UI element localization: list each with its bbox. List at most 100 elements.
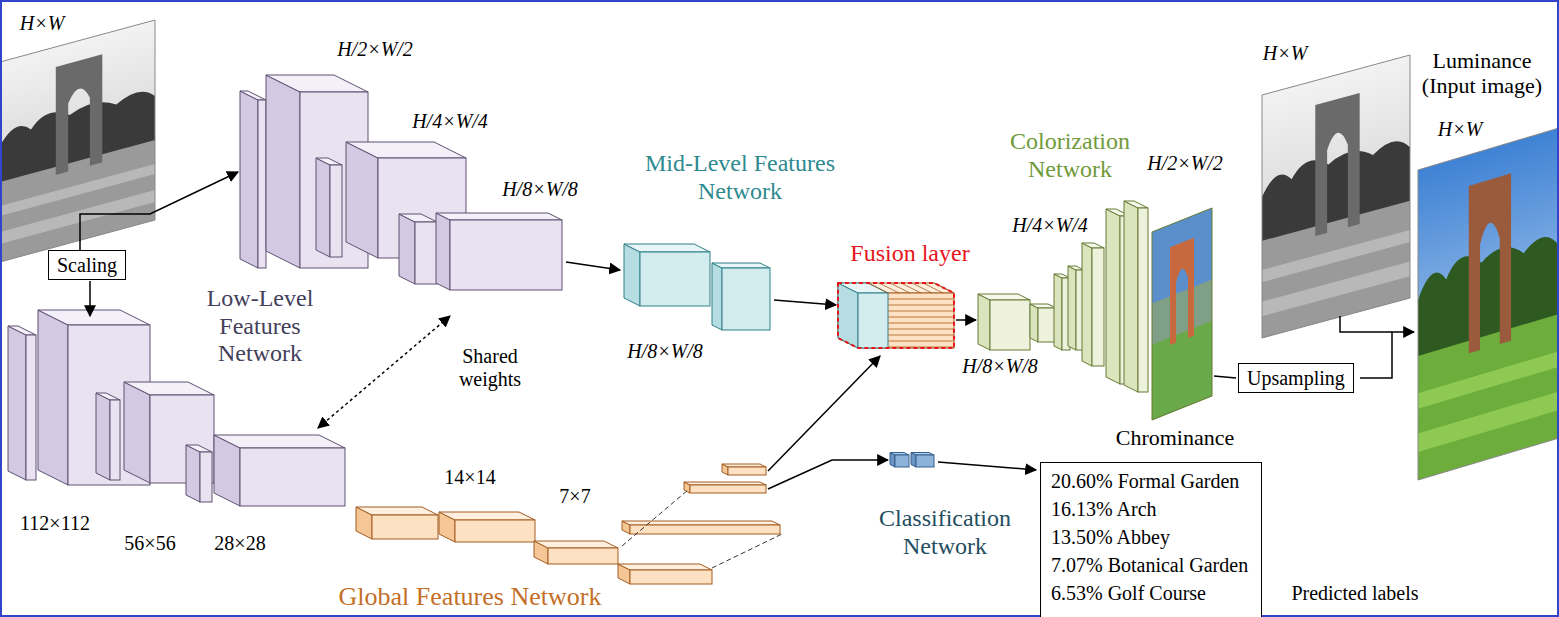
dashed-line bbox=[622, 490, 688, 546]
block-front bbox=[455, 520, 535, 542]
block-side bbox=[38, 310, 68, 485]
block-front bbox=[200, 452, 212, 502]
block-side bbox=[712, 263, 722, 330]
block-front bbox=[450, 220, 562, 290]
image-caption: Chrominance bbox=[1116, 425, 1235, 450]
block-side bbox=[8, 326, 26, 480]
block-side bbox=[978, 294, 990, 350]
block-top bbox=[124, 382, 214, 395]
arrow bbox=[938, 462, 1036, 470]
process-box: Scaling bbox=[48, 250, 126, 280]
arrow bbox=[774, 300, 836, 305]
block-top bbox=[978, 294, 1030, 300]
grid-line bbox=[879, 283, 899, 293]
block-top bbox=[96, 393, 120, 400]
dimension-label: 56×56 bbox=[124, 532, 175, 555]
block-front bbox=[990, 300, 1030, 350]
block-side bbox=[838, 283, 858, 348]
block-front bbox=[895, 455, 909, 467]
dimension-label: H/8×W/8 bbox=[502, 178, 578, 201]
node-text: 16.13% Arch bbox=[1051, 495, 1251, 523]
block-side bbox=[436, 213, 450, 290]
arrow bbox=[956, 319, 976, 321]
block-side bbox=[838, 283, 858, 348]
block-top bbox=[214, 435, 345, 448]
block-front bbox=[330, 165, 342, 257]
block-side bbox=[124, 382, 150, 483]
block-top bbox=[240, 91, 266, 100]
photo-frame bbox=[1152, 208, 1212, 420]
block-front bbox=[640, 252, 710, 306]
node-text: 6.53% Golf Course bbox=[1051, 579, 1251, 607]
block-front bbox=[372, 515, 438, 539]
block-top bbox=[534, 541, 618, 548]
block-top bbox=[436, 213, 562, 220]
block-top bbox=[356, 507, 438, 515]
grid-line bbox=[888, 311, 954, 312]
dimension-label: H/2×W/2 bbox=[337, 38, 413, 61]
block-front bbox=[916, 455, 934, 467]
grid-line bbox=[888, 323, 954, 324]
block-side bbox=[1054, 274, 1062, 350]
block-front bbox=[858, 293, 888, 348]
dimension-label: 28×28 bbox=[214, 532, 265, 555]
dimension-label: H×W bbox=[1438, 118, 1483, 141]
block-top bbox=[266, 75, 368, 92]
fusion-outline bbox=[838, 283, 954, 348]
photo-frame bbox=[1418, 128, 1559, 480]
block-top bbox=[712, 263, 770, 268]
node-text: 7.07% Botanical Garden bbox=[1051, 551, 1251, 579]
layer-name: Fusion layer bbox=[850, 240, 969, 268]
annotation: Shared weights bbox=[440, 345, 540, 391]
dimension-label: 112×112 bbox=[20, 512, 90, 535]
block-side bbox=[346, 142, 378, 258]
dimension-label: 7×7 bbox=[559, 485, 590, 508]
network-blocks bbox=[8, 75, 1148, 584]
block-side bbox=[96, 393, 110, 480]
block-front bbox=[722, 268, 770, 330]
dimension-label: H/8×W/8 bbox=[627, 340, 703, 363]
luminance-photo bbox=[1262, 55, 1410, 338]
node-text: Upsampling bbox=[1247, 366, 1345, 390]
block-top bbox=[186, 445, 212, 452]
block-front bbox=[858, 293, 954, 348]
network-name: Classification Network bbox=[860, 505, 1030, 560]
arrow bbox=[80, 172, 238, 250]
block-front bbox=[415, 222, 437, 284]
chrominance-map bbox=[1152, 208, 1212, 420]
block-front bbox=[690, 485, 766, 493]
block-front bbox=[1092, 248, 1104, 366]
grid-line bbox=[868, 283, 888, 293]
dimension-label: H×W bbox=[1263, 42, 1308, 65]
photo-frame bbox=[1262, 55, 1410, 338]
image-caption: Luminance (Input image) bbox=[1407, 48, 1557, 99]
block-side bbox=[186, 445, 200, 502]
block-side bbox=[266, 75, 300, 268]
grid-line bbox=[890, 283, 910, 293]
grid-line bbox=[923, 283, 943, 293]
node-text: 20.60% Formal Garden bbox=[1051, 467, 1251, 495]
block-front bbox=[110, 400, 120, 480]
dashed-line bbox=[712, 534, 782, 568]
network-name: Low-Level Features Network bbox=[195, 285, 325, 368]
block-front bbox=[630, 570, 712, 584]
process-box: Upsampling bbox=[1238, 363, 1354, 393]
block-front bbox=[26, 335, 36, 480]
block-front bbox=[68, 325, 150, 485]
block-top bbox=[439, 512, 535, 520]
dimension-label: H/4×W/4 bbox=[412, 110, 488, 133]
arrow bbox=[89, 281, 91, 316]
dimension-label: H/2×W/2 bbox=[1147, 152, 1223, 175]
block-top bbox=[618, 564, 712, 570]
block-side bbox=[1068, 266, 1076, 350]
block-top bbox=[346, 142, 466, 158]
dimension-label: H×W bbox=[20, 12, 65, 35]
block-side bbox=[1106, 209, 1120, 384]
grid-line bbox=[888, 299, 954, 300]
dimension-label: H/8×W/8 bbox=[962, 355, 1038, 378]
network-name: Colorization Network bbox=[985, 128, 1155, 183]
block-top bbox=[1030, 304, 1056, 308]
output-photo bbox=[1418, 128, 1559, 480]
